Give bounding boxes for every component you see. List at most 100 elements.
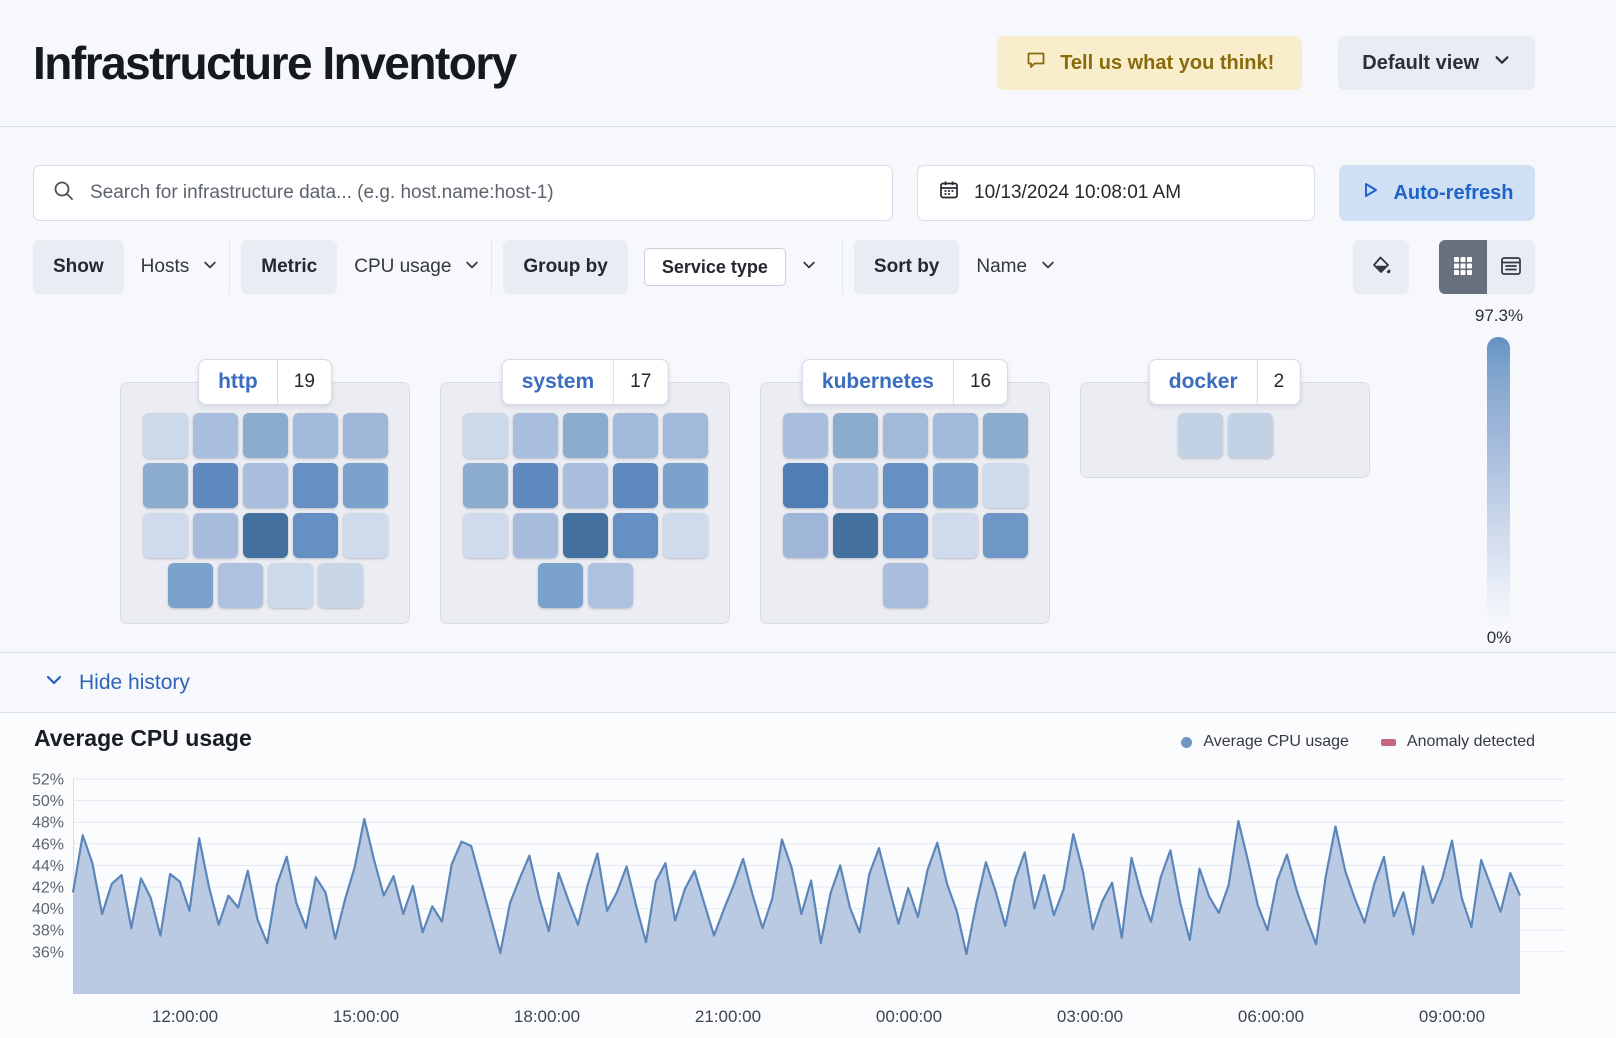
host-square[interactable] [662,463,708,508]
host-square[interactable] [662,513,708,558]
host-square[interactable] [932,413,978,458]
date-picker[interactable]: 10/13/2024 10:08:01 AM [917,165,1315,221]
table-view-button[interactable] [1487,240,1535,294]
host-square[interactable] [462,413,508,458]
host-square[interactable] [242,513,288,558]
host-square[interactable] [612,413,658,458]
show-value-dropdown[interactable]: Hosts [140,256,190,277]
calendar-icon [938,179,960,207]
host-square[interactable] [882,463,928,508]
sort-by-value-dropdown[interactable]: Name [976,256,1028,277]
host-square[interactable] [192,513,238,558]
host-square[interactable] [142,463,188,508]
show-filter: Show Hosts [33,240,218,294]
host-square[interactable] [342,463,388,508]
host-square[interactable] [782,463,828,508]
host-square[interactable] [882,513,928,558]
host-square[interactable] [562,413,608,458]
host-square[interactable] [562,513,608,558]
host-square[interactable] [462,513,508,558]
host-square[interactable] [562,463,608,508]
host-square[interactable] [832,513,878,558]
host-square[interactable] [292,463,338,508]
search-row: 10/13/2024 10:08:01 AM Auto-refresh [33,165,1535,221]
host-square[interactable] [242,413,288,458]
paint-fill-icon [1369,254,1393,281]
svg-text:42%: 42% [32,880,64,897]
host-square[interactable] [167,563,213,608]
svg-text:06:00:00: 06:00:00 [1238,1007,1304,1026]
view-mode-toggle [1439,240,1535,294]
host-square[interactable] [612,513,658,558]
color-palette-button[interactable] [1353,240,1409,294]
chevron-down-icon[interactable] [1040,257,1056,278]
host-square[interactable] [537,563,583,608]
host-square[interactable] [512,413,558,458]
host-square[interactable] [342,413,388,458]
waffle-grid [441,383,729,625]
host-square[interactable] [267,563,313,608]
host-square[interactable] [982,463,1028,508]
divider [1256,360,1258,404]
divider [229,240,231,294]
host-square[interactable] [1227,413,1273,458]
group-count: 2 [1273,371,1285,392]
host-square[interactable] [142,413,188,458]
host-square[interactable] [342,513,388,558]
grid-view-button[interactable] [1439,240,1487,294]
host-square[interactable] [292,513,338,558]
chart-title: Average CPU usage [34,725,252,751]
host-square[interactable] [462,463,508,508]
host-square[interactable] [612,463,658,508]
legend-swatch-icon [1380,738,1396,746]
host-square[interactable] [832,463,878,508]
grid-icon [1451,254,1475,281]
host-square[interactable] [512,513,558,558]
host-square[interactable] [317,563,363,608]
host-square[interactable] [192,463,238,508]
host-square[interactable] [882,563,928,608]
host-square[interactable] [932,463,978,508]
legend-item-avg-cpu[interactable]: Average CPU usage [1181,733,1349,751]
host-square[interactable] [292,413,338,458]
host-square[interactable] [242,463,288,508]
group-by-value-badge[interactable]: Service type [643,248,786,286]
chevron-down-icon[interactable] [464,257,480,278]
host-square[interactable] [832,413,878,458]
waffle-row [441,413,729,458]
host-square[interactable] [782,413,828,458]
chevron-down-icon[interactable] [202,257,218,278]
legend-item-anomaly[interactable]: Anomaly detected [1380,733,1535,751]
view-selector-button[interactable]: Default view [1338,36,1535,90]
metric-value-dropdown[interactable]: CPU usage [354,256,452,277]
host-square[interactable] [587,563,633,608]
waffle-row [121,413,409,458]
auto-refresh-button[interactable]: Auto-refresh [1339,165,1535,221]
feedback-button[interactable]: Tell us what you think! [997,36,1303,90]
waffle-row [761,413,1049,458]
chevron-down-icon[interactable] [801,257,817,278]
host-square[interactable] [982,413,1028,458]
history-toggle-row: Hide history [0,652,1616,712]
host-square[interactable] [192,413,238,458]
host-square[interactable] [217,563,263,608]
host-square[interactable] [142,513,188,558]
search-input[interactable] [90,182,874,204]
host-square[interactable] [932,513,978,558]
host-square[interactable] [882,413,928,458]
host-square[interactable] [512,463,558,508]
host-square[interactable] [662,413,708,458]
host-square[interactable] [782,513,828,558]
svg-text:09:00:00: 09:00:00 [1419,1007,1485,1026]
host-square[interactable] [982,513,1028,558]
hide-history-button[interactable]: Hide history [44,670,190,696]
chart-legend: Average CPU usage Anomaly detected [1181,733,1535,751]
host-square[interactable] [1177,413,1223,458]
